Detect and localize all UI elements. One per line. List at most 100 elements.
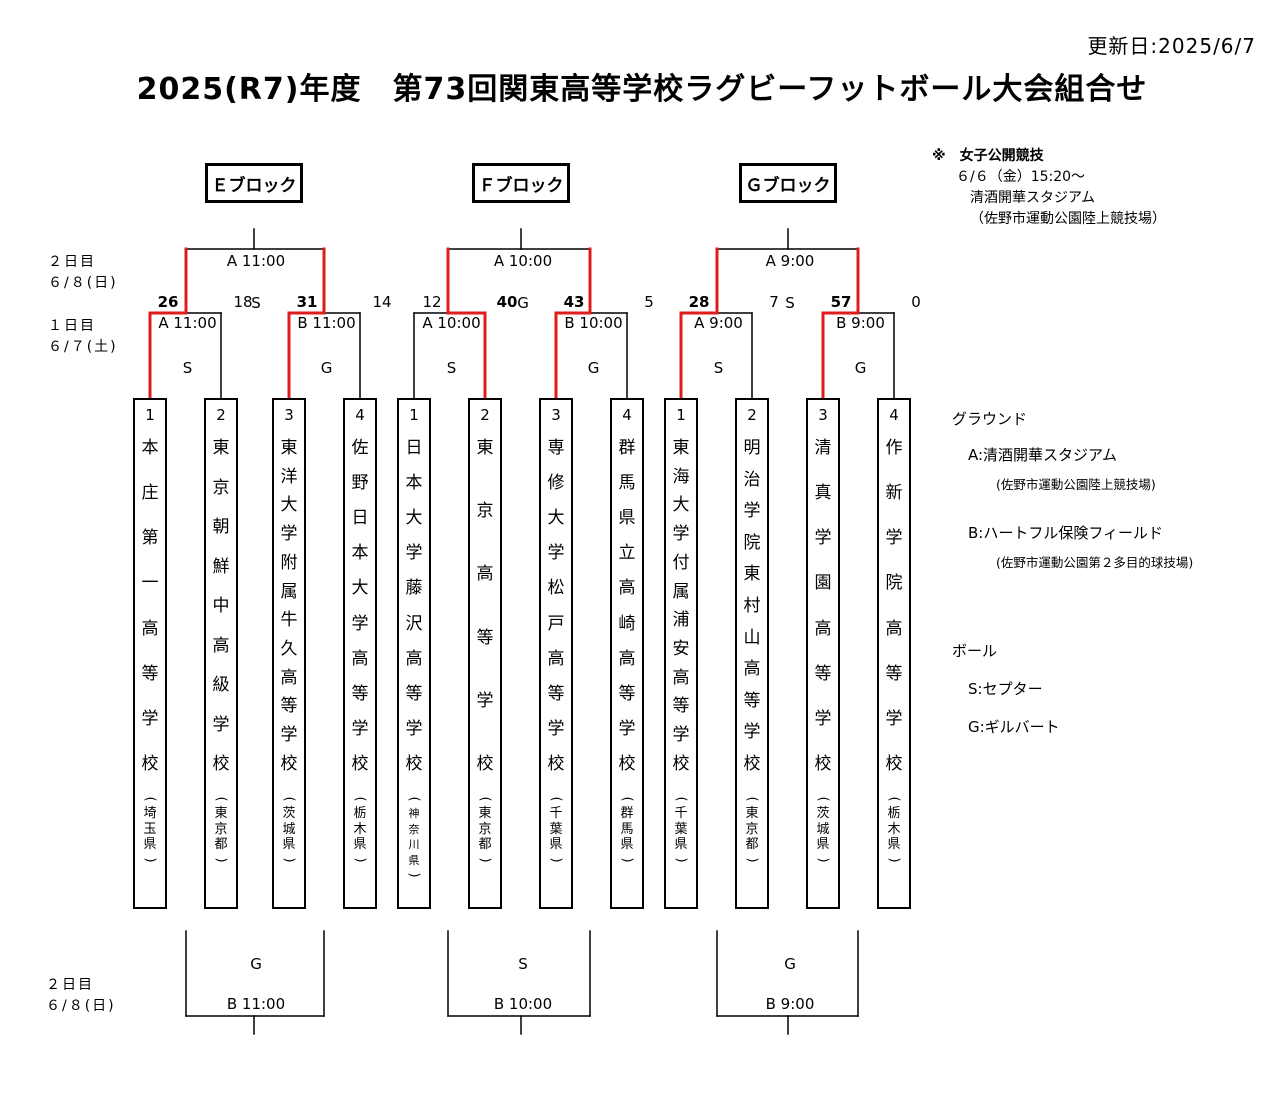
team-name: 日本大学藤沢高等学校 [406, 438, 423, 774]
team-prefecture: (神奈川県) [407, 792, 422, 882]
team-name-char: 明 [743, 438, 761, 458]
team-name-char: 高 [672, 667, 690, 688]
team-name-char: 等 [618, 683, 636, 704]
prefecture-char: 馬 [620, 821, 634, 837]
ground-heading: グラウンド [952, 410, 1028, 428]
prefecture-char: 都 [745, 837, 759, 852]
semi-time-label: A 10:00 [422, 314, 481, 332]
team-name-char: 学 [743, 722, 761, 743]
prefecture-char: 京 [478, 821, 492, 837]
update-date: 更新日:2025/6/7 [1087, 34, 1256, 58]
score-left: 31 [296, 293, 318, 311]
team-name: 東京高等学校 [477, 438, 494, 774]
team-name-char: 級 [212, 675, 230, 695]
team-name-char: 野 [351, 473, 369, 494]
team-name-char: 大 [280, 495, 298, 516]
team-seed-number: 1 [145, 406, 155, 424]
team-name: 本庄第一高等学校 [142, 438, 159, 774]
score-left: 57 [830, 293, 852, 311]
block-heading: Ｇブロック [739, 163, 837, 203]
score-right: 0 [911, 293, 921, 311]
team-name-char: 学 [743, 501, 761, 522]
team-prefecture: (東京都) [744, 792, 760, 867]
team-name-char: 東 [212, 438, 230, 458]
team-name-char: 学 [672, 524, 690, 545]
team-seed-number: 2 [480, 406, 490, 424]
team-name-char: 海 [672, 466, 690, 487]
team-name-char: 高 [280, 667, 298, 688]
team-name-char: 学 [672, 725, 690, 746]
block-heading: Ｅブロック [205, 163, 303, 203]
team-name-char: 等 [547, 683, 565, 704]
ball-heading: ボール [952, 642, 998, 660]
team-name-char: 学 [547, 543, 565, 564]
team-name-char: 高 [476, 564, 494, 585]
team-prefecture: (千葉県) [674, 792, 689, 867]
team-name: 東海大学付属浦安高等学校 [673, 438, 690, 774]
consolation-time-label: B 11:00 [226, 995, 286, 1013]
team-name-char: 浦 [672, 610, 690, 631]
team-seed-number: 2 [216, 406, 226, 424]
prefecture-char: 栃 [353, 806, 367, 821]
team-name-char: 松 [547, 578, 565, 599]
team-name-char: 治 [743, 469, 761, 490]
team-prefecture: (千葉県) [548, 792, 564, 867]
team-seed-number: 4 [889, 406, 899, 424]
final-time-label: A 9:00 [765, 252, 815, 270]
ball-g: G:ギルバート [968, 718, 1060, 736]
day1-day: １日目 [48, 318, 96, 334]
team-name-char: 学 [405, 718, 423, 739]
team-name-char: 校 [885, 753, 903, 774]
semi-time-label: B 10:00 [564, 314, 623, 332]
team-name-char: 大 [351, 578, 369, 599]
team-name-char: 校 [672, 753, 690, 774]
prefecture-char: 都 [478, 837, 492, 852]
team-name-char: 第 [141, 528, 159, 549]
team-name-char: 沢 [405, 613, 423, 634]
score-left: 28 [688, 293, 710, 311]
prefecture-char: 県 [408, 853, 420, 867]
womens-note-venue-sub: （佐野市運動公園陸上競技場） [970, 211, 1166, 227]
team-name-char: 日 [405, 438, 423, 458]
team-name-char: 学 [814, 528, 832, 549]
team-name-char: 学 [405, 543, 423, 564]
paren-open: ( [281, 796, 297, 802]
team-name-char: 高 [212, 635, 230, 656]
prefecture-char: 京 [745, 821, 759, 837]
consolation-ball-label: G [784, 955, 796, 973]
team-seed-number: 1 [676, 406, 686, 424]
team-name-char: 村 [743, 595, 761, 616]
prefecture-char: 群 [620, 806, 634, 821]
team-name-char: 大 [405, 508, 423, 529]
block-heading: Ｆブロック [472, 163, 570, 203]
semi-ball-label: G [320, 359, 333, 377]
team-name-char: 院 [885, 573, 903, 594]
semi-time-label: A 11:00 [158, 314, 217, 332]
team-name-char: 久 [280, 639, 298, 660]
ground-b-sub: (佐野市運動公園第２多目的球技場) [996, 555, 1194, 570]
team-name-char: 学 [351, 613, 369, 634]
prefecture-char: 埼 [143, 806, 157, 821]
paren-open: ( [619, 796, 635, 802]
paren-close: ) [142, 856, 158, 863]
womens-exhibition-note: ※ 女子公開競技 ６/６（金）15:20～ 清酒開華スタジアム （佐野市運動公園… [932, 146, 1166, 230]
team-prefecture: (埼玉県) [142, 792, 158, 867]
prefecture-char: 城 [282, 821, 296, 837]
team-name: 佐野日本大学高等学校 [352, 438, 369, 774]
paren-open: ( [744, 796, 760, 802]
final-ball-label: S [251, 294, 261, 312]
prefecture-char: 県 [282, 837, 296, 852]
team-name-char: 校 [547, 753, 565, 774]
prefecture-char: 県 [549, 837, 563, 852]
semi-ball-label: S [446, 359, 457, 377]
team-name-char: 作 [885, 438, 903, 458]
paren-close: ) [548, 856, 564, 863]
team-prefecture: (群馬県) [619, 792, 635, 867]
team-name-char: 等 [476, 627, 494, 648]
prefecture-char: 玉 [143, 821, 157, 837]
team-name-char: 真 [814, 483, 832, 504]
prefecture-char: 千 [549, 806, 563, 821]
team-name-char: 等 [814, 663, 832, 684]
